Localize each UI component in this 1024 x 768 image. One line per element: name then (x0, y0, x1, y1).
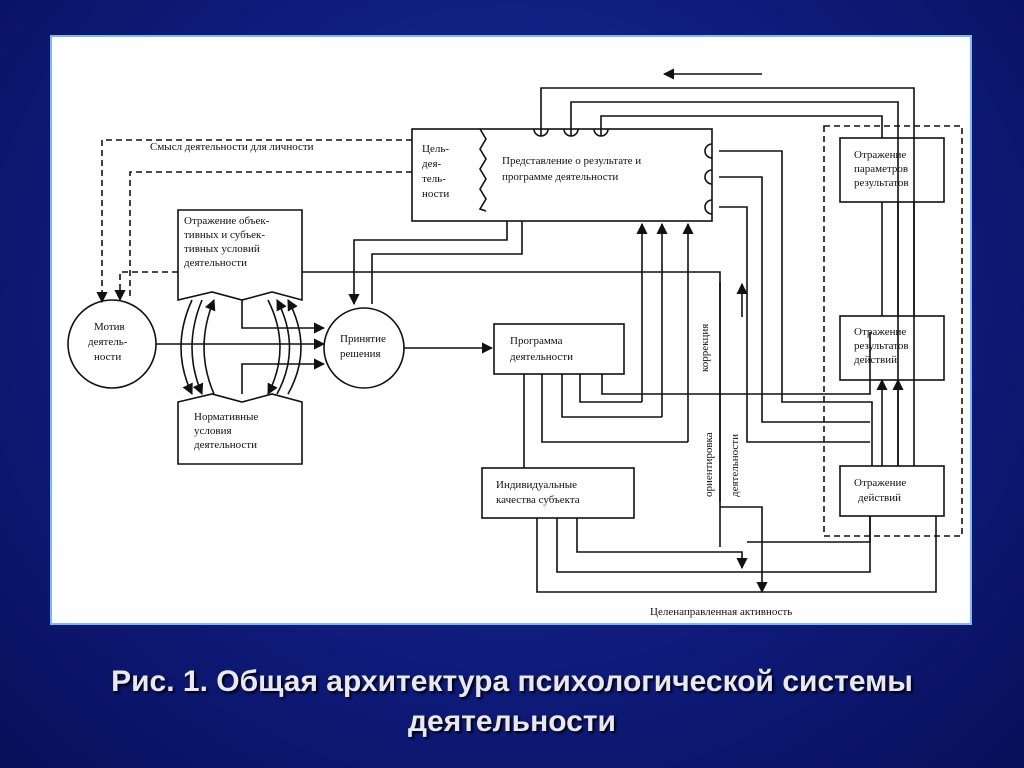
label-predst-2: программе деятельности (502, 171, 618, 183)
label-res-1: Отражение (854, 326, 906, 338)
label-cel-1: Цель- (422, 143, 449, 155)
label-prin-2: решения (340, 348, 381, 360)
label-dej-2: действий (858, 492, 901, 504)
label-celen: Целенаправленная активность (650, 606, 792, 618)
label-smysl: Смысл деятельности для личности (150, 141, 314, 153)
conditions-box (177, 209, 303, 302)
label-ind-2: качества субъекта (496, 494, 580, 506)
diagram-panel: Смысл деятельности для личности Цель- де… (50, 35, 972, 625)
label-par-3: результатов (854, 177, 909, 189)
label-prog-2: деятельности (510, 351, 573, 363)
results-box (839, 315, 945, 381)
label-motiv-3: ности (94, 351, 121, 363)
label-otr-obj-3: тивных условий (184, 243, 260, 255)
architecture-diagram: Смысл деятельности для личности Цель- де… (67, 68, 963, 618)
params-box (839, 137, 945, 203)
figure-caption: Рис. 1. Общая архитектура психологическо… (0, 662, 1024, 742)
caption-line-2: деятельности (408, 705, 616, 738)
label-motiv-2: деятель- (88, 336, 128, 348)
label-ind-1: Индивидуальные (496, 479, 577, 491)
label-par-1: Отражение (854, 149, 906, 161)
actions-box (839, 465, 945, 517)
program-box (493, 323, 625, 375)
label-dej-1: Отражение (854, 477, 906, 489)
label-prin-1: Принятие (340, 333, 386, 345)
label-prog-1: Программа (510, 335, 563, 347)
label-orient-2: деятельности (729, 434, 741, 497)
label-par-2: параметров (854, 163, 908, 175)
goal-divider-zigzag (478, 128, 487, 212)
label-otr-obj-1: Отражение объек- (184, 215, 270, 227)
label-orient-1: ориентировка (703, 432, 715, 497)
label-cel-2: дея- (422, 158, 442, 170)
reflection-frame (823, 125, 963, 537)
label-cel-3: тель- (422, 173, 446, 185)
label-otr-obj-4: деятельности (184, 257, 247, 269)
label-norm-2: условия (194, 425, 232, 437)
individual-box (481, 467, 635, 519)
label-predst-1: Представление о результате и (502, 155, 641, 167)
goal-box (411, 128, 713, 222)
label-otr-obj-2: тивных и субъек- (184, 229, 265, 241)
label-norm-1: Нормативные (194, 411, 258, 423)
label-res-3: действий (854, 354, 897, 366)
label-cel-4: ности (422, 188, 449, 200)
label-norm-3: деятельности (194, 439, 257, 451)
label-korr: коррекция (699, 324, 711, 372)
normative-box (177, 393, 303, 465)
caption-line-1: Рис. 1. Общая архитектура психологическо… (111, 665, 913, 698)
label-motiv-1: Мотив (94, 321, 125, 333)
label-res-2: результатов (854, 340, 909, 352)
